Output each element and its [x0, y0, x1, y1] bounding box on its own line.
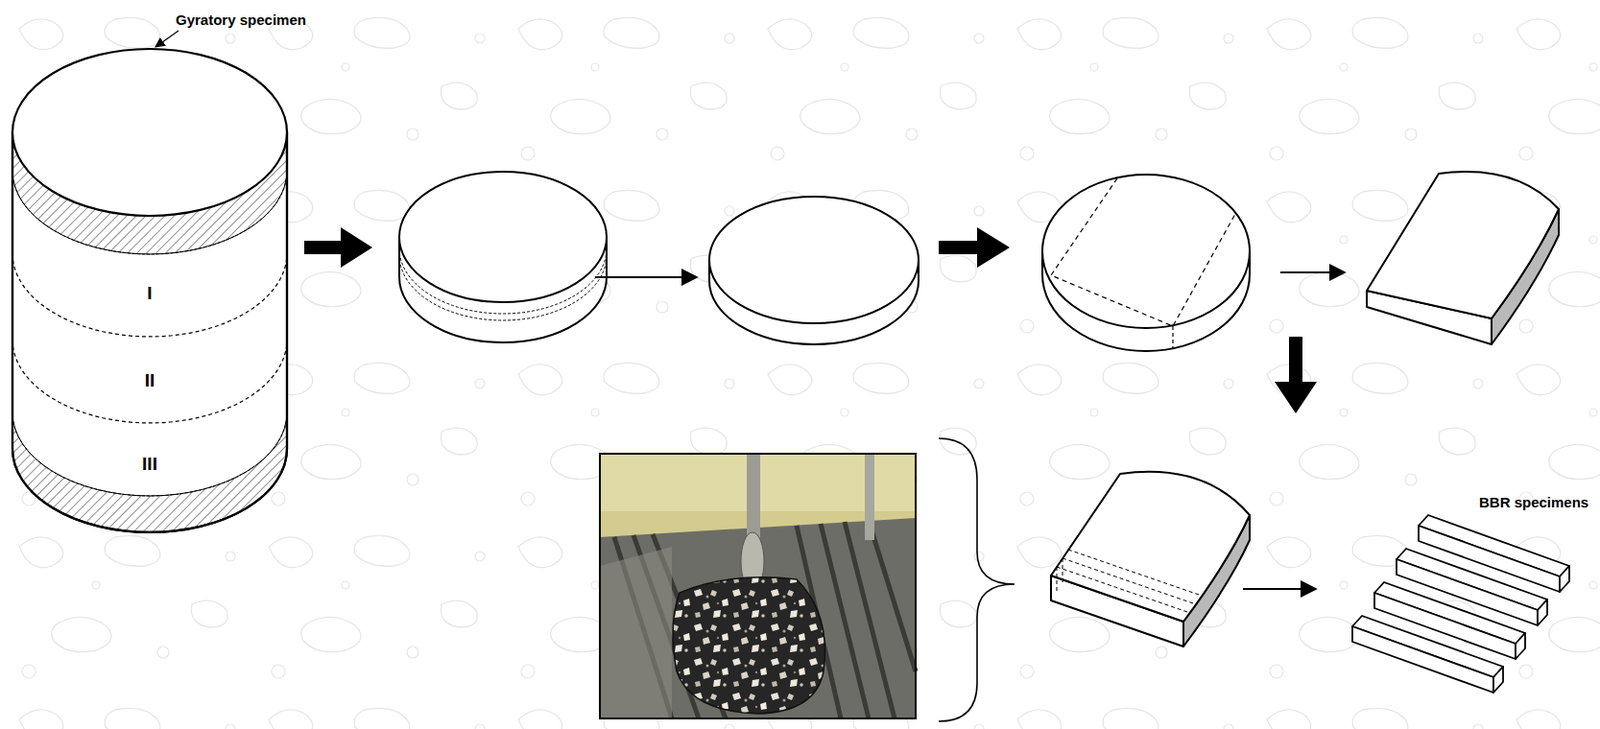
trimmed-slice-part	[709, 196, 919, 324]
gyratory-cylinder-part	[12, 253, 287, 337]
marked-slab-part-part	[1062, 558, 1196, 605]
thin-arrow	[1280, 271, 1345, 274]
marked-slice-part	[1042, 174, 1250, 329]
trimmed-slice	[709, 196, 919, 345]
marked-slab	[1050, 472, 1250, 647]
saw-photo-part	[599, 547, 672, 719]
cut-slice-part	[399, 171, 607, 303]
leader-arrow	[155, 30, 179, 48]
bbr-beams	[1352, 515, 1570, 693]
saw-photo-part	[864, 453, 875, 541]
saw-photo-part	[599, 518, 916, 719]
saw-photo	[599, 453, 916, 719]
callout-label: BBR specimens	[1479, 495, 1589, 512]
section-number: II	[144, 371, 156, 392]
marked-slice-part	[1050, 178, 1236, 327]
thin-arrow	[595, 276, 697, 279]
saw-photo-part	[599, 453, 916, 719]
bbr-beams-part-part	[1515, 633, 1526, 660]
cut-slab-part	[1366, 171, 1559, 319]
block-arrow	[938, 227, 1010, 268]
curly-brace	[938, 438, 1015, 722]
marked-slab-part-part	[1056, 567, 1191, 614]
callout-label: Gyratory specimen	[175, 12, 307, 29]
bbr-beams-part-part	[1352, 626, 1494, 693]
marked-slab-part-part	[1062, 558, 1064, 584]
thin-arrow	[1242, 588, 1316, 591]
cut-slab	[1366, 171, 1559, 345]
saw-photo-part	[672, 577, 825, 715]
marked-slice	[1042, 174, 1250, 352]
gyratory-cylinder-part	[12, 412, 287, 497]
gyratory-cylinder-part	[12, 48, 287, 216]
section-number: III	[142, 454, 158, 476]
saw-photo-part	[599, 453, 916, 719]
bbr-beams-part	[1352, 616, 1504, 693]
saw-photo-part-part	[844, 522, 895, 719]
gyratory-cylinder-part	[12, 412, 287, 533]
marked-slab-part-part	[1056, 567, 1058, 593]
gyratory-cylinder	[12, 48, 287, 533]
saw-photo-part-part	[868, 521, 916, 672]
bbr-beams-part-part	[1493, 667, 1504, 693]
marked-slice-part	[1171, 326, 1173, 350]
bbr-beams-part-part	[1537, 599, 1548, 626]
saw-photo-part	[746, 453, 761, 541]
saw-photo-part-part	[820, 524, 869, 719]
cut-slice	[399, 171, 607, 343]
bbr-beams-part-part	[1559, 566, 1570, 593]
block-arrow	[304, 227, 373, 268]
gyratory-cylinder-part	[12, 339, 287, 424]
section-number: I	[146, 284, 152, 305]
marked-slab-part-part	[1068, 549, 1202, 597]
marked-slab-part	[1056, 549, 1202, 614]
block-arrow	[1274, 336, 1317, 414]
marked-slab-part	[1050, 472, 1250, 622]
